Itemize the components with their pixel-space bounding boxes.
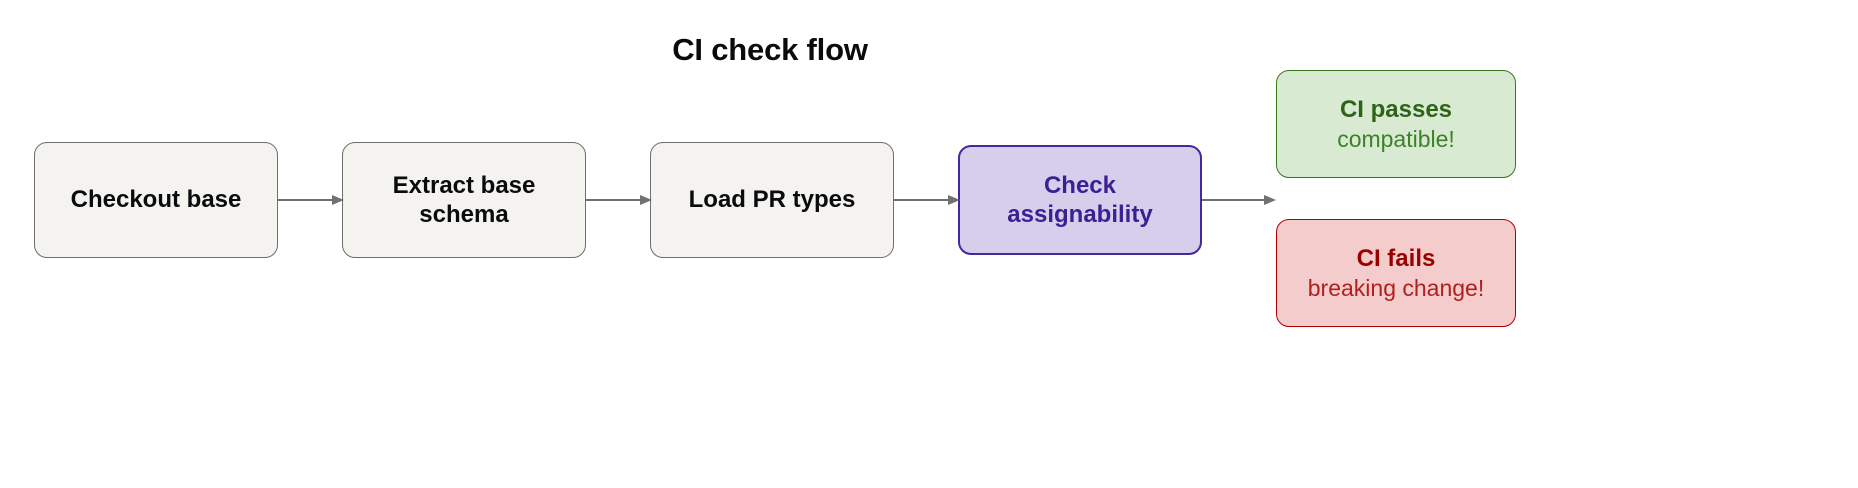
node-label: Checkout base	[70, 186, 242, 214]
node-ci-fails[interactable]: CI fails breaking change!	[1276, 219, 1516, 327]
node-label: CI passes	[1339, 96, 1453, 124]
node-check-assignability[interactable]: Check assignability	[958, 145, 1202, 255]
node-sublabel: breaking change!	[1307, 274, 1485, 301]
edge-arrow-extract-to-load	[586, 194, 652, 206]
page-title: CI check flow	[672, 32, 868, 67]
node-checkout-base[interactable]: Checkout base	[34, 142, 278, 258]
node-label: Check assignability	[1007, 171, 1153, 228]
node-label: Extract base schema	[392, 171, 536, 228]
node-extract-base-schema[interactable]: Extract base schema	[342, 142, 586, 258]
node-label: Load PR types	[688, 186, 856, 214]
edge-arrow-load-to-check	[894, 194, 960, 206]
edge-arrow-checkout-to-extract	[278, 194, 344, 206]
edge-arrow-check-to-outcome	[1202, 194, 1276, 206]
node-load-pr-types[interactable]: Load PR types	[650, 142, 894, 258]
node-ci-passes[interactable]: CI passes compatible!	[1276, 70, 1516, 178]
node-label: CI fails	[1356, 245, 1436, 273]
node-sublabel: compatible!	[1337, 125, 1455, 152]
